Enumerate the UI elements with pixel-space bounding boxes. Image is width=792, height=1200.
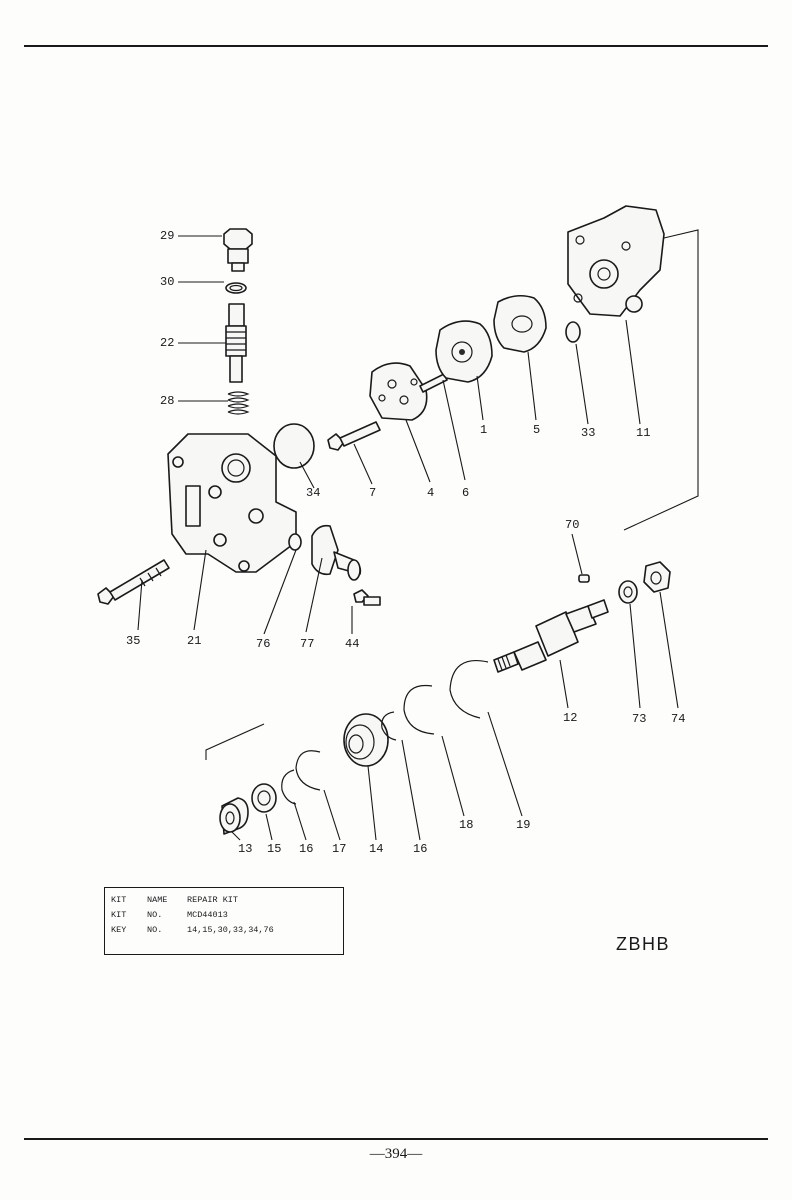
kit-row-label: NO. xyxy=(147,924,163,935)
callout-76: 76 xyxy=(256,637,271,651)
part-5-plate xyxy=(493,294,547,353)
part-15-washer xyxy=(251,783,277,813)
kit-row-key: KIT xyxy=(111,894,127,905)
callout-18: 18 xyxy=(459,818,474,832)
part-74-nut xyxy=(643,561,671,593)
callout-5: 5 xyxy=(533,423,541,437)
kit-row-label: NAME xyxy=(147,894,168,905)
callout-6: 6 xyxy=(462,486,470,500)
callout-34: 34 xyxy=(306,486,321,500)
kit-name-value: REPAIR KIT xyxy=(187,894,239,905)
part-7-bolt xyxy=(327,421,381,451)
key-number-row: KEY NO. 14,15,30,33,34,76 xyxy=(111,922,337,937)
part-30-o-ring xyxy=(225,282,247,294)
part-29-plug xyxy=(223,228,253,272)
kit-row-label: NO. xyxy=(147,909,163,920)
callout-74: 74 xyxy=(671,712,686,726)
figure-code: ZBHB xyxy=(616,934,671,954)
part-73-washer xyxy=(618,580,638,604)
callout-12: 12 xyxy=(563,711,578,725)
callout-70: 70 xyxy=(565,518,580,532)
assembly-bracket-lower xyxy=(205,723,265,760)
callout-11: 11 xyxy=(636,426,651,440)
callout-13: 13 xyxy=(238,842,253,856)
page-number: —394— xyxy=(369,1146,423,1162)
kit-row-key: KIT xyxy=(111,909,127,920)
repair-kit-table: KIT NAME REPAIR KIT KIT NO. MCD44013 KEY… xyxy=(104,887,344,955)
part-13-bushing xyxy=(219,797,249,835)
part-18-snap-ring xyxy=(403,684,435,735)
part-12-shaft xyxy=(493,599,609,673)
part-70-key xyxy=(578,574,590,583)
part-35-bolt xyxy=(97,559,170,605)
kit-row-key: KEY xyxy=(111,924,127,935)
callout-35: 35 xyxy=(126,634,141,648)
leader-lines xyxy=(137,235,679,841)
part-1-gear-housing xyxy=(435,320,493,383)
part-14-bearing xyxy=(343,713,389,767)
part-76-o-ring xyxy=(288,533,302,551)
kit-number-value: MCD44013 xyxy=(187,909,228,920)
callout-28: 28 xyxy=(160,394,175,408)
callout-21: 21 xyxy=(187,634,202,648)
callout-16-first: 16 xyxy=(299,842,314,856)
callout-1: 1 xyxy=(480,423,488,437)
part-6-pin xyxy=(419,373,448,393)
callout-4: 4 xyxy=(427,486,435,500)
callout-17: 17 xyxy=(332,842,347,856)
callout-15: 15 xyxy=(267,842,282,856)
part-22-valve xyxy=(225,303,247,383)
callout-29: 29 xyxy=(160,229,175,243)
callout-14: 14 xyxy=(369,842,384,856)
callout-73: 73 xyxy=(632,712,647,726)
part-11-cover xyxy=(567,205,665,317)
kit-name-row: KIT NAME REPAIR KIT xyxy=(111,892,337,907)
callout-30: 30 xyxy=(160,275,175,289)
part-16-snap-ring-b xyxy=(381,711,397,741)
callout-44: 44 xyxy=(345,637,360,651)
part-21-pump-body xyxy=(167,433,297,573)
callout-33: 33 xyxy=(581,426,596,440)
part-44-screw xyxy=(353,589,381,606)
part-33-o-ring xyxy=(565,321,581,343)
callout-16-second: 16 xyxy=(413,842,428,856)
part-4-plate xyxy=(369,362,428,421)
part-34-gasket xyxy=(273,423,315,469)
kit-number-row: KIT NO. MCD44013 xyxy=(111,907,337,922)
callout-77: 77 xyxy=(300,637,315,651)
callout-19: 19 xyxy=(516,818,531,832)
callout-22: 22 xyxy=(160,336,175,350)
assembly-bracket-upper xyxy=(623,229,699,531)
part-16-snap-ring-a xyxy=(281,769,297,805)
callout-7: 7 xyxy=(369,486,377,500)
key-numbers-value: 14,15,30,33,34,76 xyxy=(187,924,274,935)
part-19-snap-ring xyxy=(449,660,489,719)
part-17-snap-ring xyxy=(295,750,321,791)
part-28-spring xyxy=(227,391,250,415)
part-77-flange xyxy=(311,524,362,581)
